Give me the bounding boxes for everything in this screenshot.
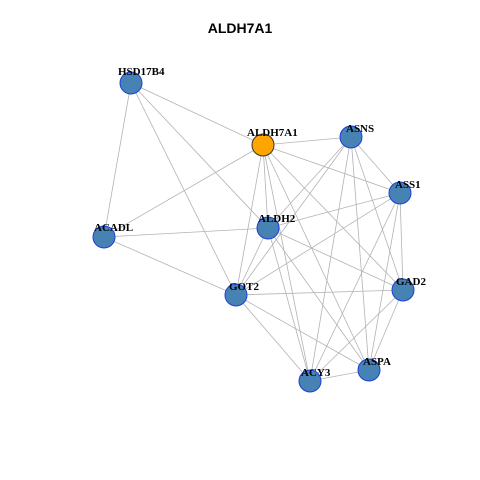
node-acadl <box>92 225 116 249</box>
edge-hsd17b4-aldh7a1 <box>130 82 264 146</box>
node-label-aldh2: ALDH2 <box>258 213 296 225</box>
edge-aldh7a1-aldh2 <box>262 144 269 229</box>
edge-aldh7a1-gad2 <box>262 144 404 291</box>
edge-asns-aspa <box>350 136 370 371</box>
edge-got2-gad2 <box>235 289 404 296</box>
edge-aldh7a1-got2 <box>235 144 264 296</box>
edge-got2-acy3 <box>235 294 311 382</box>
node-label-aldh7a1: ALDH7A1 <box>247 127 298 139</box>
edge-hsd17b4-got2 <box>130 82 237 296</box>
edge-asns-acy3 <box>309 136 352 382</box>
edge-aldh2-acy3 <box>267 227 311 382</box>
node-got2 <box>224 283 248 307</box>
edge-aldh2-aspa <box>267 227 370 371</box>
node-label-acy3: ACY3 <box>301 367 331 379</box>
edge-got2-aspa <box>235 294 370 371</box>
node-aldh2 <box>256 216 280 240</box>
node-aldh7a1 <box>251 133 275 157</box>
node-label-asns: ASNS <box>346 123 374 135</box>
edge-asns-ass1 <box>350 136 401 194</box>
edge-acadl-got2 <box>103 236 237 296</box>
node-label-gad2: GAD2 <box>396 276 426 288</box>
edge-ass1-aldh2 <box>267 192 401 229</box>
edge-asns-got2 <box>235 136 352 296</box>
edge-aldh7a1-ass1 <box>262 144 401 194</box>
node-hsd17b4 <box>119 71 143 95</box>
node-acy3 <box>298 369 322 393</box>
edge-ass1-acy3 <box>309 192 401 382</box>
edge-ass1-gad2 <box>399 192 404 291</box>
edge-asns-aldh2 <box>267 136 352 229</box>
edge-aldh7a1-aspa <box>262 144 370 371</box>
edge-aldh7a1-acadl <box>103 144 264 238</box>
edge-ass1-got2 <box>235 192 401 296</box>
figure-title: ALDH7A1 <box>207 20 273 36</box>
node-ass1 <box>388 181 412 205</box>
node-label-aspa: ASPA <box>363 356 391 368</box>
edge-gad2-aspa <box>368 289 404 371</box>
edge-aldh7a1-asns <box>262 136 352 146</box>
edge-asns-gad2 <box>350 136 404 291</box>
node-label-hsd17b4: HSD17B4 <box>118 66 165 78</box>
edges-layer <box>103 82 404 382</box>
edge-gad2-acy3 <box>309 289 404 382</box>
node-gad2 <box>391 278 415 302</box>
edge-aldh7a1-acy3 <box>262 144 311 382</box>
edge-aldh2-got2 <box>235 227 269 296</box>
edge-hsd17b4-aldh2 <box>130 82 269 229</box>
edge-hsd17b4-acadl <box>103 82 132 238</box>
nodes-layer <box>92 71 415 393</box>
edge-aldh2-gad2 <box>267 227 404 291</box>
node-aspa <box>357 358 381 382</box>
node-label-acadl: ACADL <box>94 222 133 234</box>
node-asns <box>339 125 363 149</box>
node-label-ass1: ASS1 <box>395 179 421 191</box>
edge-aldh2-acadl <box>103 227 269 238</box>
node-label-got2: GOT2 <box>229 281 259 293</box>
